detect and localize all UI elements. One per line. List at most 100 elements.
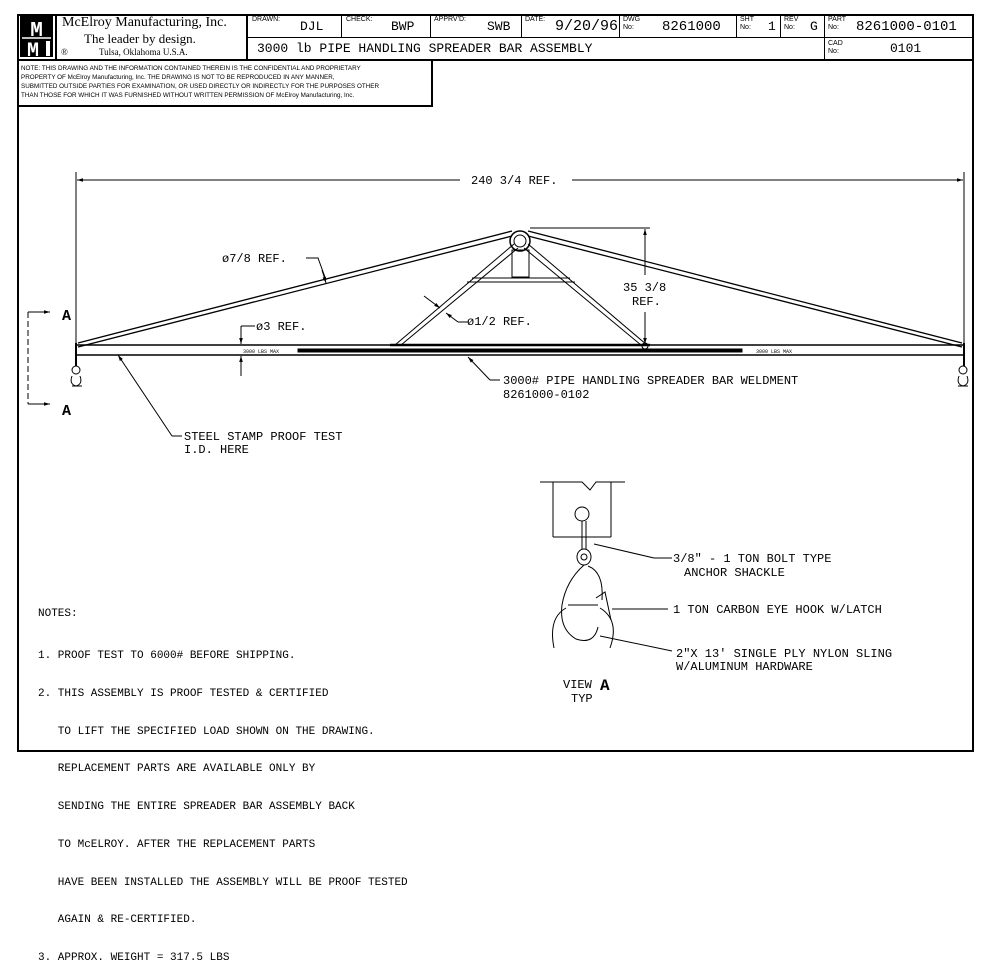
rev-no-label: No:	[784, 24, 795, 31]
drawing-title-cell: 3000 lb PIPE HANDLING SPREADER BAR ASSEM…	[248, 38, 825, 59]
check-value: BWP	[391, 19, 415, 34]
svg-text:M: M	[27, 40, 39, 61]
weldment-label: 3000# PIPE HANDLING SPREADER BAR WELDMEN…	[503, 374, 798, 388]
sheet-value: 1	[768, 19, 776, 34]
weldment-part-label: 8261000-0102	[503, 388, 589, 402]
part-value: 8261000-0101	[856, 19, 957, 35]
drawn-label: DRAWN:	[252, 16, 281, 23]
view-label-text: VIEW	[563, 678, 593, 692]
mmi-logo: M M	[17, 14, 57, 63]
approved-label: APPRV'D:	[434, 16, 466, 23]
dwg-value: 8261000	[662, 19, 721, 35]
pipe-diameter-callout: ø3 REF.	[239, 320, 306, 376]
sling-hardware-label: W/ALUMINUM HARDWARE	[676, 660, 813, 674]
title-top-row: DRAWN: DJL CHECK: BWP APPRV'D: SWB DATE:…	[248, 14, 974, 38]
section-mark-top: A	[62, 308, 71, 325]
confidential-line: THAN THOSE FOR WHICH IT WAS FURNISHED WI…	[21, 92, 355, 99]
overall-length-label: 240 3/4 REF.	[471, 174, 557, 188]
max-label-left: 3000 LBS MAX	[243, 349, 279, 355]
view-label-letter: A	[600, 677, 610, 695]
view-a-detail	[540, 481, 625, 649]
note-line: TO McELROY. AFTER THE REPLACEMENT PARTS	[38, 838, 316, 851]
brace-diameter-callout: ø1/2 REF.	[423, 295, 532, 329]
note-line: TO LIFT THE SPECIFIED LOAD SHOWN ON THE …	[38, 725, 375, 738]
max-label-right: 3000 LBS MAX	[756, 349, 792, 355]
approved-value: SWB	[487, 19, 511, 34]
part-no-label: No:	[828, 24, 839, 31]
height-dimension: 35 3/8 REF.	[530, 227, 666, 344]
rod-diameter-callout: ø7/8 REF.	[222, 252, 327, 284]
confidential-line: PROPERTY OF McElroy Manufacturing, Inc. …	[21, 74, 335, 81]
inner-truss	[390, 230, 650, 350]
sheet-no-label: No:	[740, 24, 751, 31]
weldment-callout: 3000# PIPE HANDLING SPREADER BAR WELDMEN…	[467, 356, 798, 402]
company-cell: McElroy Manufacturing, Inc. The leader b…	[57, 14, 248, 61]
note-line: REPLACEMENT PARTS ARE AVAILABLE ONLY BY	[38, 763, 316, 776]
note-line: HAVE BEEN INSTALLED THE ASSEMBLY WILL BE…	[38, 876, 408, 889]
shackle-type-label: ANCHOR SHACKLE	[684, 566, 785, 580]
cad-label: CAD	[828, 40, 843, 47]
tension-rods	[77, 230, 963, 348]
spreader-bar-drawing: 240 3/4 REF. 3000 LBS MAX 3000 LBS MAX	[27, 172, 969, 706]
view-typ-label: TYP	[571, 692, 593, 706]
note-line: 3. APPROX. WEIGHT = 317.5 LBS	[38, 952, 230, 965]
drawing-border	[17, 14, 974, 752]
approved-cell: APPRV'D: SWB	[431, 14, 522, 37]
height-ref-label: REF.	[632, 295, 661, 309]
date-label: DATE:	[525, 16, 546, 23]
check-cell: CHECK: BWP	[342, 14, 431, 37]
sling-label: 2"X 13' SINGLE PLY NYLON SLING	[676, 647, 892, 661]
confidential-note: NOTE: THIS DRAWING AND THE INFORMATION C…	[17, 61, 433, 107]
rev-value: G	[810, 19, 818, 34]
brace-diameter-label: ø1/2 REF.	[467, 315, 532, 329]
stamp-label: STEEL STAMP PROOF TEST	[184, 430, 342, 444]
note-line: 1. PROOF TEST TO 6000# BEFORE SHIPPING.	[38, 649, 296, 662]
sheet-label: SHT	[740, 16, 754, 23]
sling-callout: 2"X 13' SINGLE PLY NYLON SLING W/ALUMINU…	[599, 635, 892, 674]
rev-cell: REV No: G	[781, 14, 825, 37]
section-mark-bottom: A	[62, 403, 71, 420]
cad-value: 0101	[890, 41, 922, 56]
dwg-cell: DWG No: 8261000	[620, 14, 737, 37]
check-label: CHECK:	[346, 16, 373, 23]
hook-callout: 1 TON CARBON EYE HOOK W/LATCH	[612, 603, 882, 617]
overall-length-dimension: 240 3/4 REF.	[75, 172, 965, 345]
view-label: VIEW A TYP	[563, 677, 610, 706]
note-line: 2. THIS ASSEMBLY IS PROOF TESTED & CERTI…	[38, 687, 329, 700]
end-hook-left	[70, 365, 82, 387]
spreader-pipe: 3000 LBS MAX 3000 LBS MAX	[75, 343, 965, 366]
stamp-id-label: I.D. HERE	[184, 443, 249, 457]
part-label: PART	[828, 16, 847, 23]
drawn-value: DJL	[300, 19, 324, 34]
hook-label: 1 TON CARBON EYE HOOK W/LATCH	[673, 603, 882, 617]
height-label: 35 3/8	[623, 281, 666, 295]
rod-diameter-label: ø7/8 REF.	[222, 252, 287, 266]
title-second-row: 3000 lb PIPE HANDLING SPREADER BAR ASSEM…	[248, 38, 974, 61]
stamp-callout: STEEL STAMP PROOF TEST I.D. HERE	[117, 354, 342, 457]
note-line: AGAIN & RE-CERTIFIED.	[38, 914, 197, 927]
date-value: 9/20/96	[555, 18, 619, 35]
company-tagline: The leader by design.	[84, 31, 196, 46]
shackle-label: 3/8" - 1 TON BOLT TYPE	[673, 552, 831, 566]
section-marks: A A	[27, 308, 71, 420]
date-cell: DATE: 9/20/96	[522, 14, 620, 37]
note-line: SENDING THE ENTIRE SPREADER BAR ASSEMBLY…	[38, 801, 355, 814]
registered-mark: ®	[61, 47, 68, 57]
drawing-title: 3000 lb PIPE HANDLING SPREADER BAR ASSEM…	[257, 41, 593, 56]
sheet-cell: SHT No: 1	[737, 14, 781, 37]
cad-no-label: No:	[828, 48, 839, 55]
pipe-diameter-label: ø3 REF.	[256, 320, 306, 334]
drawn-cell: DRAWN: DJL	[248, 14, 342, 37]
part-cell: PART No: 8261000-0101	[825, 14, 974, 37]
end-hook-right	[957, 365, 969, 387]
notes-block: NOTES: 1. PROOF TEST TO 6000# BEFORE SHI…	[38, 583, 408, 977]
dwg-label: DWG	[623, 16, 641, 23]
company-name: McElroy Manufacturing, Inc.	[62, 15, 227, 30]
company-location: Tulsa, Oklahoma U.S.A.	[99, 47, 188, 57]
cad-cell: CAD No: 0101	[825, 38, 974, 59]
dwg-no-label: No:	[623, 24, 634, 31]
rev-label: REV	[784, 16, 799, 23]
confidential-line: NOTE: THIS DRAWING AND THE INFORMATION C…	[21, 65, 361, 72]
notes-heading: NOTES:	[38, 608, 78, 621]
shackle-callout: 3/8" - 1 TON BOLT TYPE ANCHOR SHACKLE	[593, 543, 831, 580]
